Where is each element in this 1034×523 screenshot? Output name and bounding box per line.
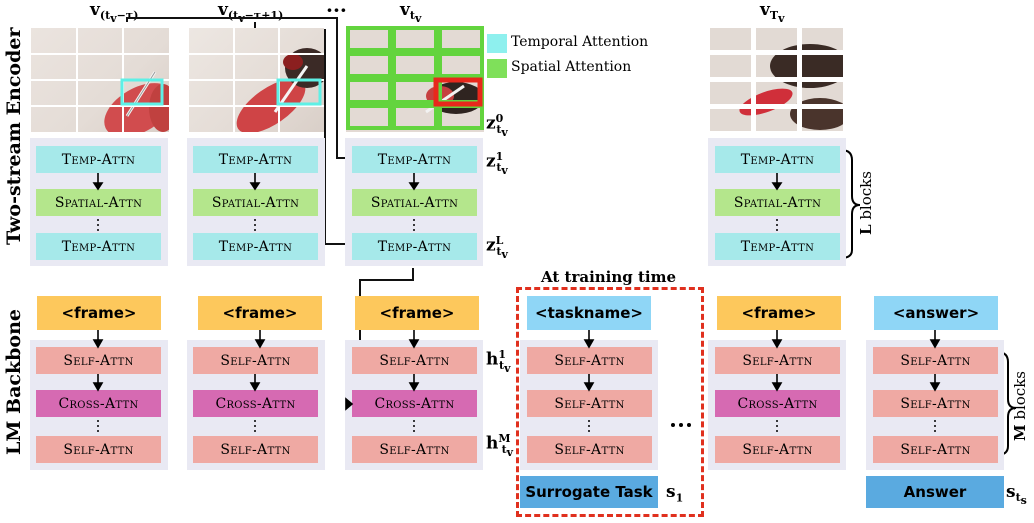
frame-token: <frame> xyxy=(355,296,479,330)
self-attn-block: Self-Attn xyxy=(36,347,161,374)
taskname-token: <taskname> xyxy=(527,296,651,330)
self-attn-block: Self-Attn xyxy=(527,436,652,463)
hand-with-marker-image-1 xyxy=(31,28,169,132)
temp-attn-block: Temp-Attn xyxy=(715,233,840,260)
self-attn-block: Self-Attn xyxy=(715,347,840,374)
self-attn-block: Self-Attn xyxy=(193,436,318,463)
l-blocks-bracket xyxy=(840,149,861,259)
cross-attn-block: Cross-Attn xyxy=(715,390,840,417)
answer-token: <answer> xyxy=(874,296,998,330)
z0-label: z0tv xyxy=(486,112,508,140)
temporal-attention-swatch xyxy=(487,34,507,53)
cross-attn-block: Cross-Attn xyxy=(352,390,477,417)
video-frame-4 xyxy=(710,28,843,132)
frame-token: <frame> xyxy=(717,296,841,330)
training-dashed-box xyxy=(516,287,704,517)
frame-ellipsis: ··· xyxy=(326,0,347,22)
spatial-attn-block: Spatial-Attn xyxy=(352,189,477,216)
zL-label: zLtv xyxy=(486,234,508,262)
temp-attn-block: Temp-Attn xyxy=(352,146,477,173)
temp-attn-block: Temp-Attn xyxy=(193,146,318,173)
frame-label-1: v(tv−τ) xyxy=(90,0,139,26)
self-attn-block: Self-Attn xyxy=(873,436,998,463)
temporal-link-1 xyxy=(126,17,352,159)
temp-attn-block: Temp-Attn xyxy=(36,233,161,260)
video-frame-2 xyxy=(189,28,324,132)
video-frame-3 xyxy=(346,26,484,132)
temp-attn-block: Temp-Attn xyxy=(352,233,477,260)
sts-label: sts xyxy=(1006,482,1027,508)
z1-label: z1tv xyxy=(486,150,508,178)
self-attn-block: Self-Attn xyxy=(352,347,477,374)
spatial-attention-swatch xyxy=(487,59,507,78)
self-attn-block: Self-Attn xyxy=(527,390,652,417)
surrogate-task-box: Surrogate Task xyxy=(520,476,658,508)
temporal-link-2 xyxy=(254,22,352,245)
h1-label: h1tv xyxy=(486,348,511,376)
self-attn-block: Self-Attn xyxy=(873,390,998,417)
spatial-attn-block: Spatial-Attn xyxy=(193,189,318,216)
m-blocks-label: M blocks xyxy=(1011,371,1029,441)
spatial-attn-block: Spatial-Attn xyxy=(36,189,161,216)
frame-label-3: vtv xyxy=(400,0,422,26)
frame-label-4: vTv xyxy=(760,0,785,26)
self-attn-block: Self-Attn xyxy=(873,347,998,374)
self-attn-block: Self-Attn xyxy=(193,347,318,374)
hM-label: hMtv xyxy=(486,432,514,460)
frame-token: <frame> xyxy=(198,296,322,330)
training-time-label: At training time xyxy=(541,268,677,286)
temp-attn-block: Temp-Attn xyxy=(36,146,161,173)
video-frame-1 xyxy=(31,28,169,132)
s1-label: s1 xyxy=(666,482,684,505)
temp-attn-block: Temp-Attn xyxy=(193,233,318,260)
cross-attn-block: Cross-Attn xyxy=(36,390,161,417)
patch-tokens-image xyxy=(710,28,843,131)
patch-grid-spatial-attention xyxy=(346,26,484,132)
temporal-attention-legend: Temporal Attention xyxy=(511,34,649,50)
spatial-attn-block: Spatial-Attn xyxy=(715,189,840,216)
frame-token: <frame> xyxy=(37,296,161,330)
self-attn-block: Self-Attn xyxy=(527,347,652,374)
hand-with-marker-image-2 xyxy=(189,28,324,132)
spatial-attention-legend: Spatial Attention xyxy=(511,59,632,75)
temp-attn-block: Temp-Attn xyxy=(715,146,840,173)
self-attn-block: Self-Attn xyxy=(715,436,840,463)
m-blocks-bracket xyxy=(996,351,1017,456)
frame-label-2: v(tv−τ+1) xyxy=(218,0,284,26)
self-attn-block: Self-Attn xyxy=(36,436,161,463)
answer-box: Answer xyxy=(866,476,1004,508)
self-attn-block: Self-Attn xyxy=(352,436,477,463)
cross-attn-block: Cross-Attn xyxy=(193,390,318,417)
